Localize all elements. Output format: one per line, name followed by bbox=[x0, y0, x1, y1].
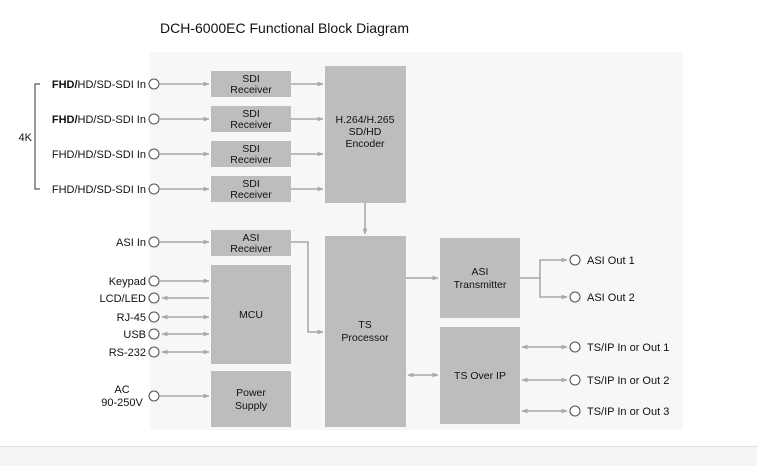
asi-out-1-label: ASI Out 1 bbox=[587, 255, 635, 267]
ts-over-ip-block bbox=[440, 327, 520, 424]
power-supply-line1: Power bbox=[236, 387, 266, 399]
ts-processor-line1: TS bbox=[358, 319, 371, 331]
sdi-receiver-1-line1: SDI bbox=[242, 73, 260, 85]
sdi-receiver-2-line1: SDI bbox=[242, 108, 260, 120]
tsip-3-label: TS/IP In or Out 3 bbox=[587, 406, 669, 418]
ts-over-ip-label: TS Over IP bbox=[454, 370, 506, 382]
keypad-label: Keypad bbox=[109, 276, 146, 288]
asi-in-label: ASI In bbox=[116, 237, 146, 249]
sdi-receiver-block-4 bbox=[211, 176, 291, 202]
sdi-in-2-rest: HD/SD-SDI In bbox=[78, 114, 146, 126]
usb-port bbox=[148, 328, 160, 340]
sdi-in-1-rest: HD/SD-SDI In bbox=[78, 79, 146, 91]
sdi-in-2-label: FHD/HD/SD-SDI In bbox=[52, 114, 146, 126]
ac-port bbox=[148, 390, 160, 402]
keypad-port bbox=[148, 275, 160, 287]
tsip-3-port bbox=[569, 405, 581, 417]
encoder-line1: H.264/H.265 bbox=[336, 114, 395, 126]
sdi-receiver-4-line2: Receiver bbox=[230, 189, 272, 201]
lcd-led-label: LCD/LED bbox=[100, 293, 147, 305]
footer-strip bbox=[0, 446, 757, 466]
diagram-title: DCH-6000EC Functional Block Diagram bbox=[160, 20, 409, 36]
functional-block-diagram: DCH-6000EC Functional Block Diagram SDI … bbox=[18, 20, 670, 427]
asi-out-2-line bbox=[539, 278, 568, 300]
ts-processor-block bbox=[325, 236, 406, 427]
rs232-label: RS-232 bbox=[109, 347, 146, 359]
usb-label: USB bbox=[123, 329, 146, 341]
asi-receiver-block bbox=[211, 230, 291, 256]
lcd-led-port bbox=[148, 292, 160, 304]
sdi-receiver-block-2 bbox=[211, 106, 291, 132]
tsip-2-label: TS/IP In or Out 2 bbox=[587, 375, 669, 387]
asi-out-1-port bbox=[569, 254, 581, 266]
asi-recv-processor-line bbox=[291, 241, 324, 335]
tsip-2-port bbox=[569, 374, 581, 386]
four-k-bracket bbox=[34, 83, 40, 190]
sdi-in-1-label: FHD/HD/SD-SDI In bbox=[52, 79, 146, 91]
power-supply-line2: Supply bbox=[235, 400, 268, 412]
asi-transmitter-line1: ASI bbox=[472, 266, 489, 278]
rj45-label: RJ-45 bbox=[117, 312, 146, 324]
sdi-receiver-1-line2: Receiver bbox=[230, 84, 272, 96]
asi-transmitter-block bbox=[440, 238, 520, 318]
asi-in-port bbox=[148, 236, 160, 248]
ac-label-line1: AC bbox=[114, 384, 129, 396]
ts-processor-line2: Processor bbox=[341, 332, 389, 344]
tsip-1-label: TS/IP In or Out 1 bbox=[587, 342, 669, 354]
asi-out-1-line bbox=[520, 257, 568, 279]
asi-receiver-line2: Receiver bbox=[230, 243, 272, 255]
mcu-block bbox=[211, 265, 291, 364]
asi-receiver-line1: ASI bbox=[243, 232, 260, 244]
power-supply-block bbox=[211, 371, 291, 427]
sdi-receiver-2-line2: Receiver bbox=[230, 119, 272, 131]
sdi-receiver-block-3 bbox=[211, 141, 291, 167]
sdi-in-2-port bbox=[148, 113, 160, 125]
sdi-in-4-label: FHD/HD/SD-SDI In bbox=[52, 184, 146, 196]
sdi-receiver-3-line2: Receiver bbox=[230, 154, 272, 166]
sdi-in-3-label: FHD/HD/SD-SDI In bbox=[52, 149, 146, 161]
sdi-in-4-port bbox=[148, 183, 160, 195]
sdi-in-3-port bbox=[148, 148, 160, 160]
sdi-receiver-block-1 bbox=[211, 71, 291, 97]
rj45-port bbox=[148, 311, 160, 323]
encoder-line2: SD/HD bbox=[349, 126, 382, 138]
encoder-block bbox=[325, 66, 406, 203]
asi-transmitter-line2: Transmitter bbox=[454, 279, 507, 291]
sdi-in-2-bold: FHD/ bbox=[52, 114, 78, 126]
four-k-label: 4K bbox=[19, 132, 33, 144]
tsip-1-port bbox=[569, 341, 581, 353]
sdi-in-1-bold: FHD/ bbox=[52, 79, 78, 91]
sdi-in-1-port bbox=[148, 78, 160, 90]
rs232-port bbox=[148, 346, 160, 358]
mcu-label: MCU bbox=[239, 309, 263, 321]
asi-out-2-label: ASI Out 2 bbox=[587, 292, 635, 304]
sdi-receiver-4-line1: SDI bbox=[242, 178, 260, 190]
asi-out-2-port bbox=[569, 291, 581, 303]
encoder-line3: Encoder bbox=[345, 138, 385, 150]
sdi-receiver-3-line1: SDI bbox=[242, 143, 260, 155]
ac-label-line2: 90-250V bbox=[101, 397, 143, 409]
